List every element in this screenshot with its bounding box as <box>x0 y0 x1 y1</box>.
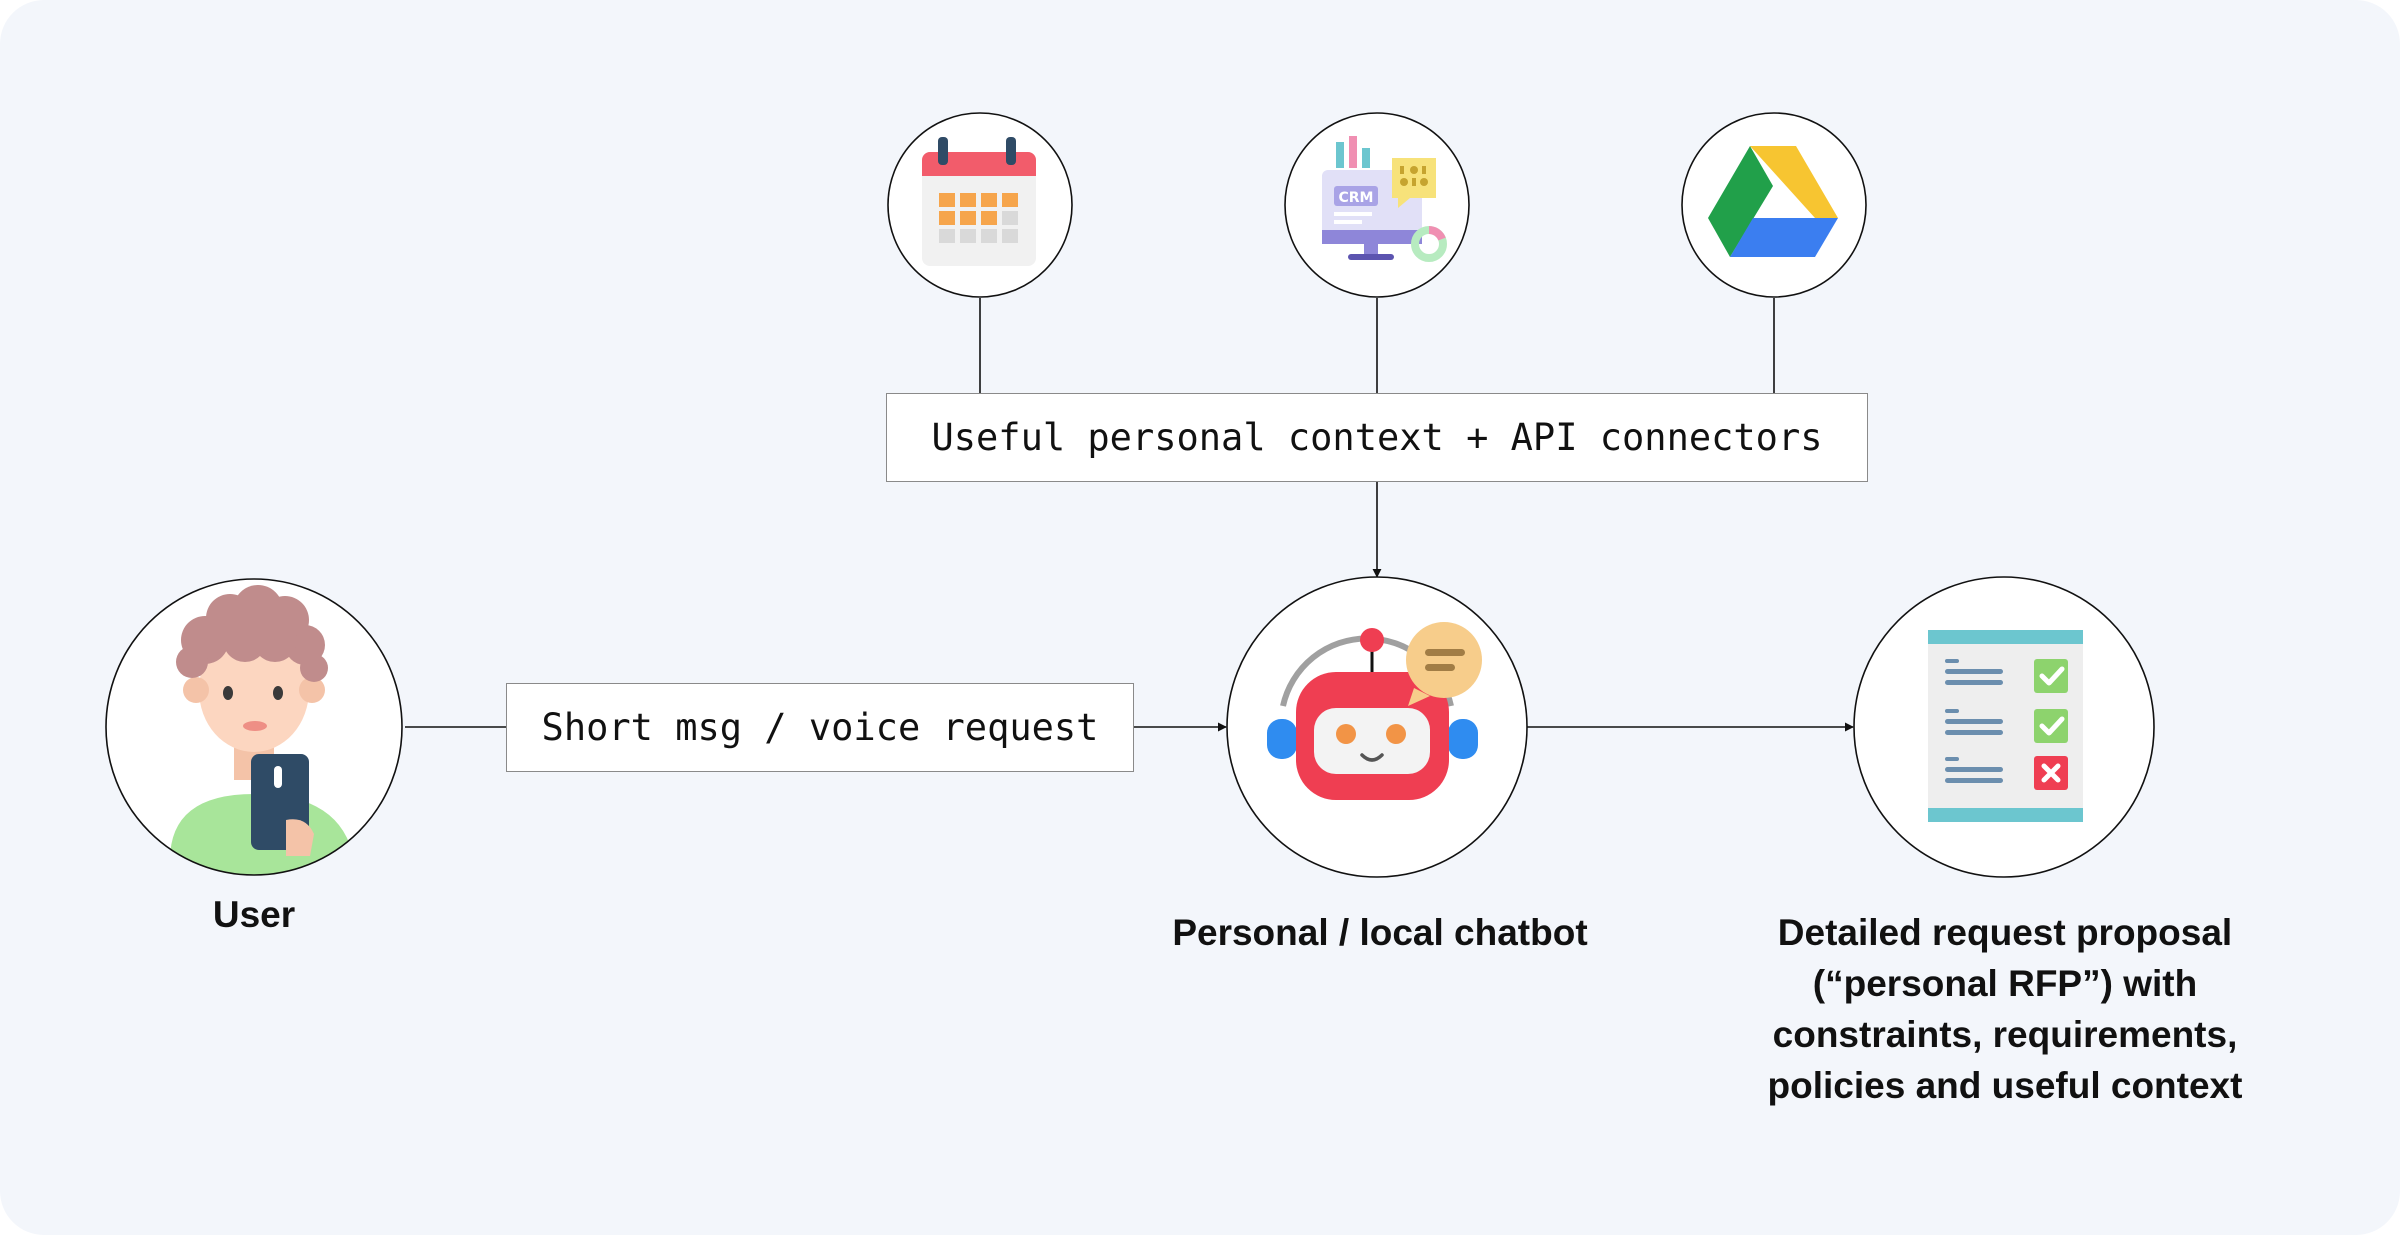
proposal-label-line: policies and useful context <box>1767 1065 2243 1106</box>
chatbot-label: Personal / local chatbot <box>1172 912 1588 953</box>
crm-node: CRM <box>1284 112 1470 298</box>
user-label: User <box>212 894 296 935</box>
calendar-node <box>887 112 1073 298</box>
calendar-icon <box>922 137 1036 266</box>
connectors <box>405 298 1854 732</box>
user-node <box>105 578 403 876</box>
robot-chatbot-icon <box>1267 622 1482 800</box>
proposal-node <box>1853 576 2155 878</box>
proposal-label-line: (“personal RFP”) with <box>1812 963 2198 1004</box>
context-connectors-box: Useful personal context + API connectors <box>886 393 1868 482</box>
crm-monitor-icon: CRM <box>1322 136 1447 262</box>
message-request-box: Short msg / voice request <box>506 683 1134 772</box>
proposal-label: Detailed request proposal (“personal RFP… <box>1700 907 2310 1111</box>
checklist-document-icon <box>1928 630 2083 822</box>
google-drive-icon <box>1708 146 1838 257</box>
chatbot-node <box>1226 576 1528 878</box>
crm-badge-text: CRM <box>1339 190 1374 206</box>
proposal-label-line: constraints, requirements, <box>1772 1014 2238 1055</box>
proposal-label-line: Detailed request proposal <box>1777 912 2233 953</box>
drive-node <box>1681 112 1867 298</box>
